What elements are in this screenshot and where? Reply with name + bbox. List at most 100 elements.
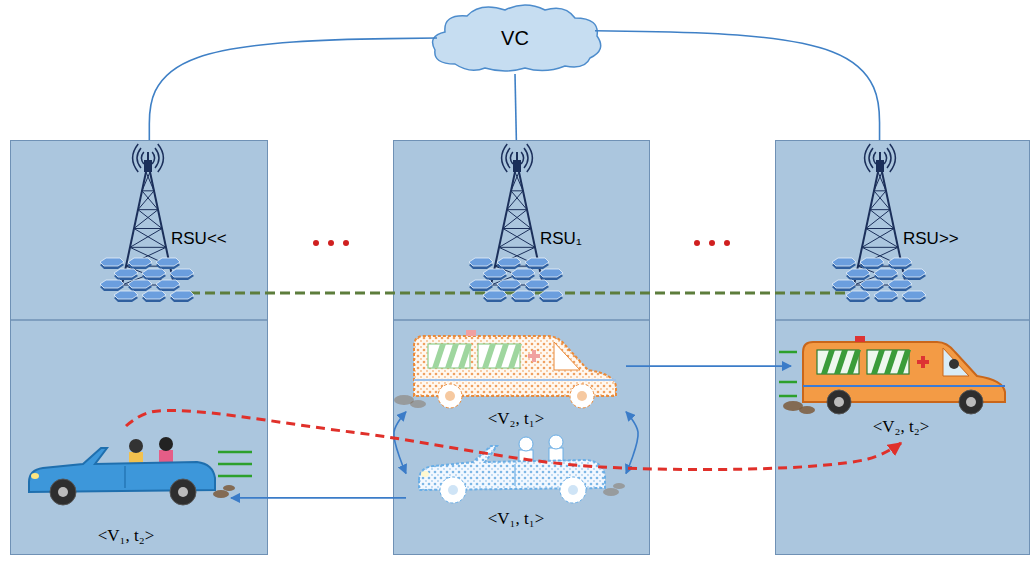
rsu-label: RSU<< (171, 229, 227, 249)
car (58, 487, 68, 497)
ghost-ambulance (528, 354, 540, 358)
speed-lines (218, 352, 797, 476)
rsu-tower (495, 247, 535, 266)
ghost-car (568, 485, 578, 495)
panel-divider (393, 319, 650, 321)
ellipsis-dots (724, 240, 730, 246)
rsu-tower (126, 266, 170, 267)
rsu-base-stack (483, 291, 507, 299)
rsu-tower (122, 266, 170, 285)
rsu-base-stack (483, 272, 507, 280)
ambulance (803, 342, 1005, 402)
rsu-tower (502, 144, 508, 172)
rsu-base-stack (860, 261, 884, 269)
rsu-panel: RSU<<<V₁, t₂> (10, 140, 268, 555)
rsu-tower (513, 160, 521, 172)
ellipsis-dots (709, 240, 715, 246)
vehicle-label: <V₁, t₁> (488, 509, 545, 529)
rsu-base-stack (156, 261, 180, 269)
ghost-ambulance (428, 344, 470, 368)
rsu-base-stack (100, 280, 124, 288)
rsu-base-stack (156, 283, 180, 291)
ghost-car (419, 435, 625, 503)
rsu-tower (499, 247, 535, 248)
ghost-ambulance (394, 330, 616, 408)
rsu-tower (524, 148, 528, 168)
link-line (394, 412, 406, 474)
rsu-tower (137, 148, 141, 168)
link-line (626, 412, 638, 474)
speed-lines (218, 475, 252, 478)
car (178, 487, 188, 497)
link-line (595, 31, 880, 140)
rsu-base-stack (469, 283, 493, 291)
rsu-base-stack (874, 272, 898, 280)
ghost-ambulance (394, 395, 414, 405)
speed-lines (218, 451, 252, 454)
car (50, 479, 76, 505)
car (129, 452, 143, 464)
rsu-base-stack (525, 261, 549, 269)
rsu-base-stack (832, 280, 856, 288)
rsu-base-stack (539, 294, 563, 302)
rsu-tower (147, 152, 149, 172)
rsu-tower (862, 247, 902, 266)
rsu-tower (874, 172, 882, 191)
panel-divider (10, 320, 1030, 321)
rsu-base-stack (525, 283, 549, 291)
rsu-tower (882, 172, 906, 285)
rsu-tower (491, 266, 539, 285)
rsu-base-stack (497, 283, 521, 291)
rsu-base-stack (525, 280, 549, 288)
ghost-ambulance (495, 344, 509, 368)
ellipsis-dots (313, 240, 319, 246)
rsu-tower (155, 148, 159, 168)
rsu-tower (866, 210, 890, 229)
car (159, 450, 173, 463)
trajectory-arrow (126, 410, 901, 469)
ghost-ambulance (445, 391, 455, 401)
ambulance (959, 390, 983, 414)
panel-divider (10, 319, 268, 321)
rsu-tower (870, 210, 894, 229)
rsu-base-stack (511, 294, 535, 302)
rsu-tower (884, 152, 886, 164)
cloud-shape (433, 5, 601, 71)
rsu-base-stack (114, 269, 138, 277)
rsu-base-stack (497, 261, 521, 269)
rsu-base-stack (874, 294, 898, 302)
ambulance (871, 350, 885, 374)
rsu-base-stack (888, 283, 912, 291)
rsu-tower (133, 144, 139, 172)
rsu-tower (130, 247, 170, 266)
rsu-label: RSU>> (903, 229, 959, 249)
rsu-tower (869, 148, 873, 168)
ghost-ambulance (577, 391, 587, 401)
rsu-tower (515, 172, 523, 191)
rsu-panel: RSU>><V₂, t₂> (775, 140, 1030, 555)
rsu-base-stack (832, 258, 856, 266)
rsu-base-stack (128, 258, 152, 266)
rsu-tower (150, 172, 174, 285)
rsu-base-stack (832, 283, 856, 291)
rsu-tower (862, 247, 898, 248)
rsu-base-stack (114, 291, 138, 299)
rsu-tower (158, 144, 164, 172)
rsu-tower (134, 228, 162, 229)
rsu-tower (511, 172, 519, 191)
ellipsis-dots (328, 240, 334, 246)
rsu-tower (142, 190, 154, 191)
rsu-base-stack (888, 258, 912, 266)
panel-divider (775, 319, 1030, 321)
rsu-tower (126, 266, 174, 285)
rsu-base-stack (902, 294, 926, 302)
rsu-base-stack (142, 291, 166, 299)
rsu-tower (887, 148, 891, 168)
rsu-tower (854, 172, 878, 285)
rsu-tower (152, 152, 154, 164)
rsu-tower (491, 144, 543, 285)
rsu-tower (862, 229, 894, 248)
rsu-tower (858, 266, 902, 267)
ambulance (943, 348, 969, 376)
